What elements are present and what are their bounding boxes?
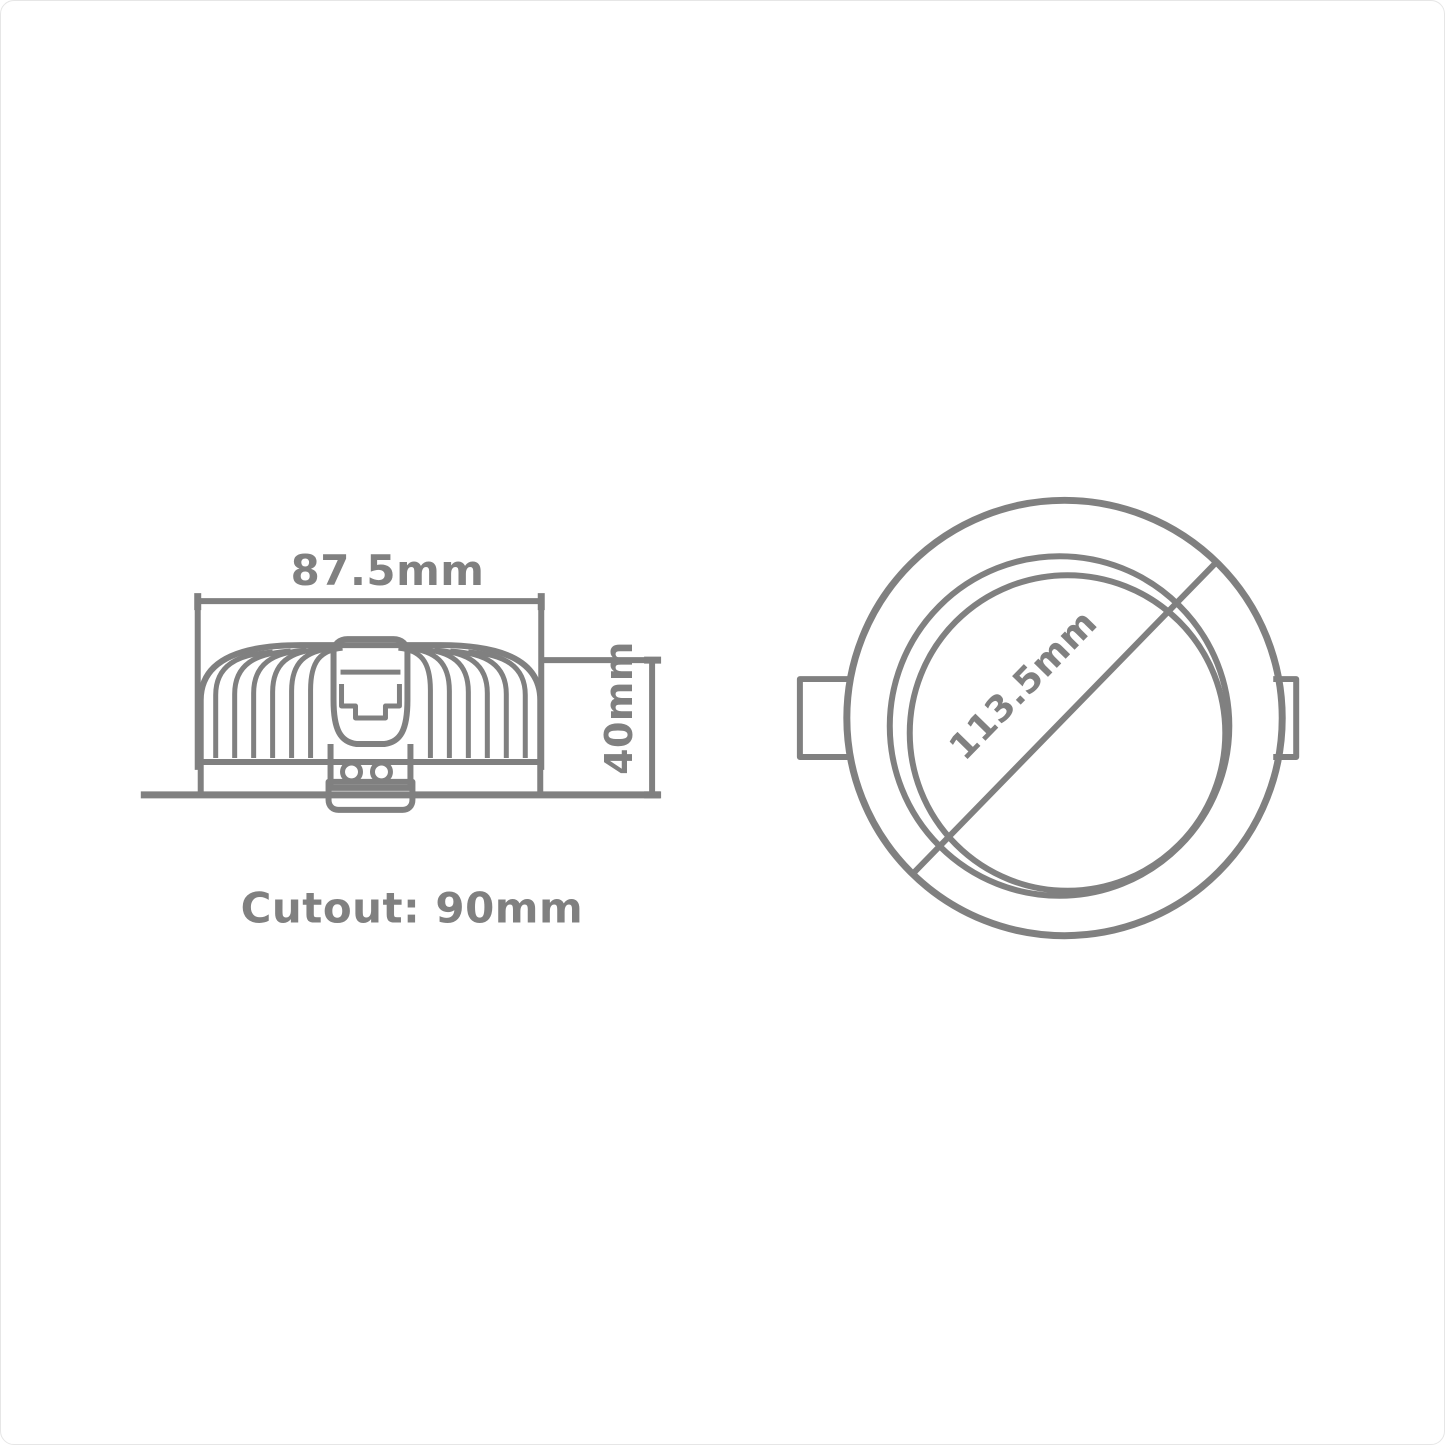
diameter-dimension-label: 113.5mm bbox=[942, 602, 1106, 768]
driver-connector-shape bbox=[339, 684, 402, 721]
spring-clip-right bbox=[1273, 676, 1300, 760]
outer-rim-circle bbox=[843, 496, 1286, 940]
terminal-housing bbox=[327, 743, 414, 791]
heatsink-outline bbox=[197, 642, 544, 762]
inner-trim-circle bbox=[886, 553, 1233, 899]
terminal-pin-right bbox=[369, 760, 393, 784]
heatsink-fins-left bbox=[213, 645, 343, 758]
height-dimension bbox=[541, 656, 662, 799]
height-dim-ticks bbox=[644, 656, 662, 799]
central-driver-block bbox=[325, 636, 416, 813]
height-dimension-label: 40mm bbox=[597, 641, 641, 775]
cutout-label: Cutout: 90mm bbox=[241, 884, 584, 933]
width-dimension-label: 87.5mm bbox=[291, 546, 485, 595]
terminal-pin-left bbox=[340, 760, 363, 784]
driver-top-housing bbox=[330, 636, 411, 701]
diameter-dimension-line bbox=[911, 560, 1219, 875]
heatsink-fins-right bbox=[398, 645, 528, 758]
width-dim-ticks bbox=[194, 593, 545, 611]
cable-gland bbox=[325, 778, 416, 813]
front-plan-view: 113.5mm bbox=[796, 496, 1300, 940]
driver-lower-curve bbox=[330, 700, 411, 747]
side-elevation-view: 87.5mm 40mm Cutout: 90mm bbox=[140, 546, 662, 933]
lens-circle bbox=[906, 572, 1229, 894]
width-dimension bbox=[194, 593, 545, 770]
spring-clip-left bbox=[796, 676, 851, 760]
